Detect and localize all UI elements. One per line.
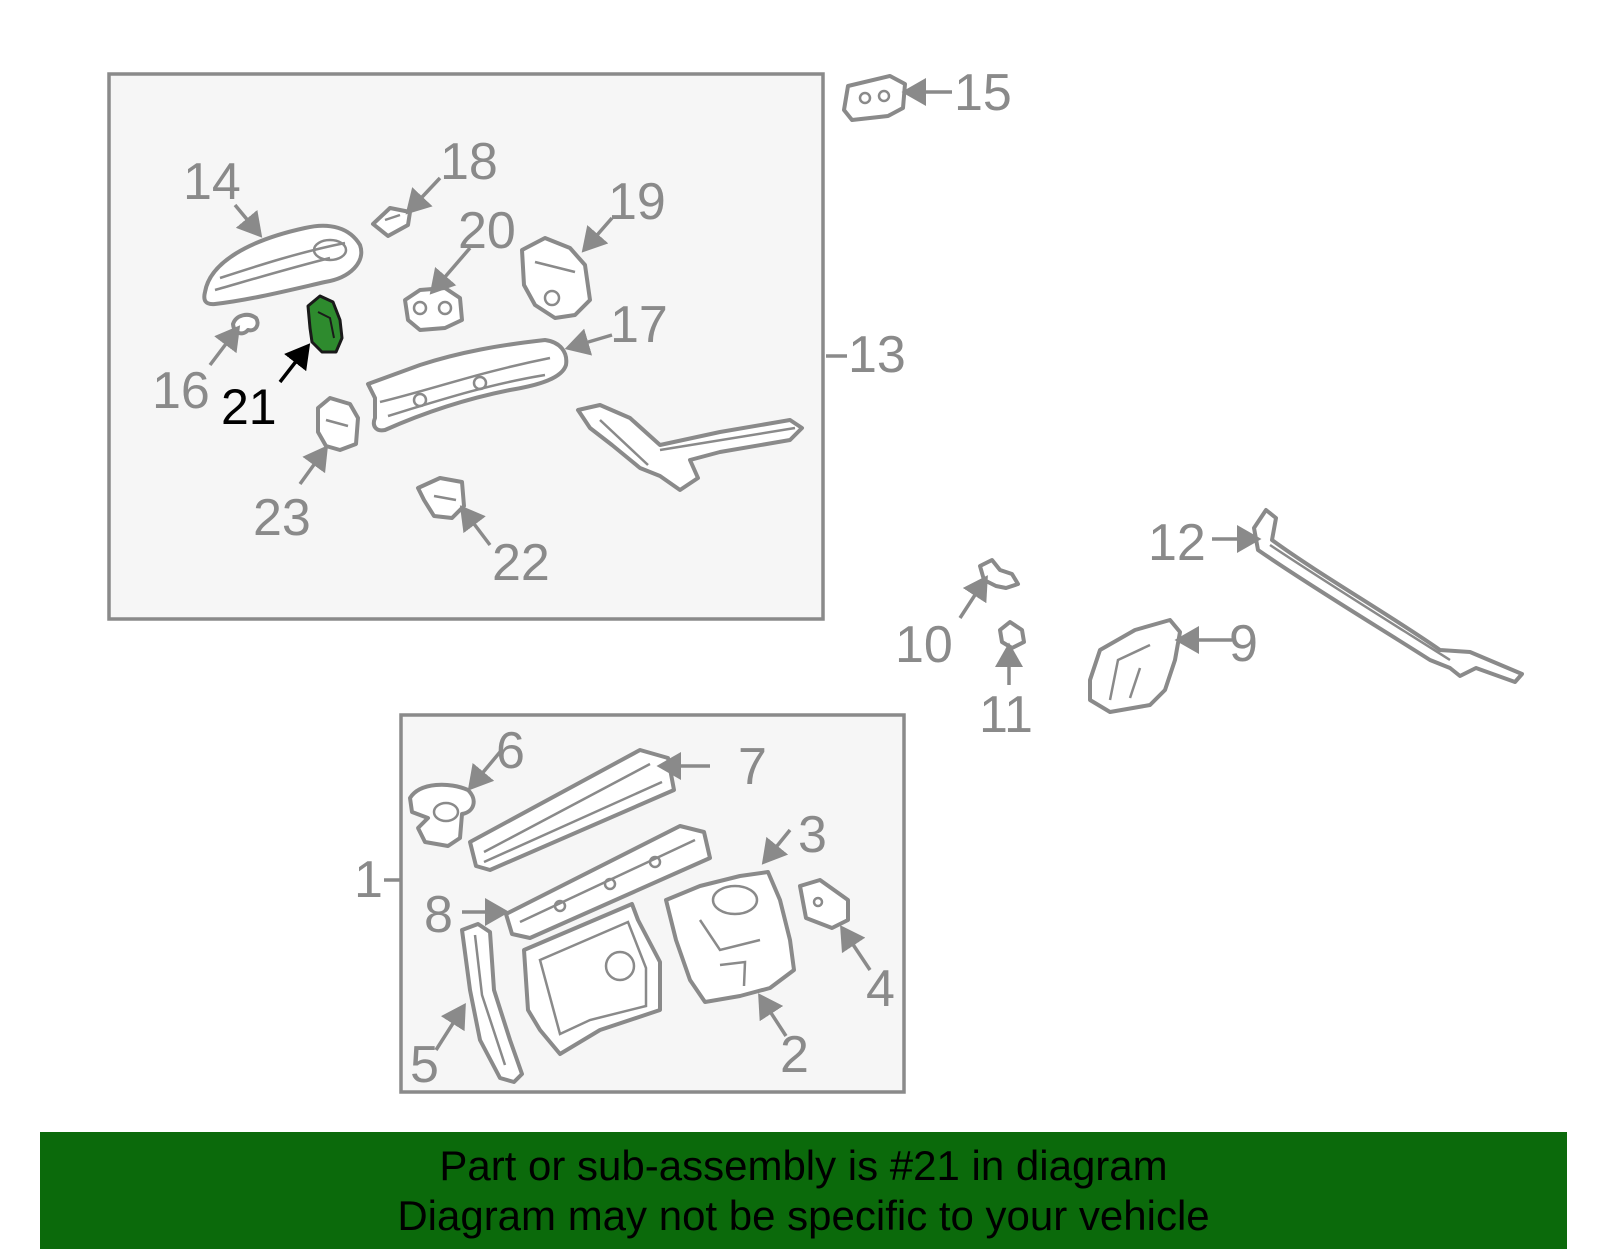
callout-19: 19 [608, 173, 666, 231]
callout-3: 3 [798, 806, 827, 864]
callout-1: 1 [354, 851, 383, 909]
callout-2: 2 [780, 1026, 809, 1084]
banner-disclaimer: Diagram may not be specific to your vehi… [397, 1192, 1210, 1239]
callout-23: 23 [253, 489, 311, 547]
part-5-shape[interactable] [460, 922, 524, 1084]
callout-9: 9 [1229, 615, 1258, 673]
callout-7: 7 [738, 738, 767, 796]
info-banner: Part or sub-assembly is #21 in diagram D… [40, 1132, 1567, 1249]
part-4-shape[interactable] [798, 878, 850, 930]
callout-13: 13 [848, 326, 906, 384]
callout-14: 14 [183, 153, 241, 211]
callout-17: 17 [610, 296, 668, 354]
part-17b-rail-shape[interactable] [576, 403, 804, 492]
part-floor-panel-shape[interactable] [522, 902, 662, 1056]
callout-18: 18 [440, 133, 498, 191]
callout-22: 22 [492, 534, 550, 592]
part-19-shape[interactable] [520, 236, 592, 320]
part-14-shape[interactable] [202, 223, 364, 307]
part-21-shape[interactable] [306, 294, 344, 354]
callout-10: 10 [895, 616, 953, 674]
part-2-3-panel-shape[interactable] [664, 870, 796, 1004]
part-18-shape[interactable] [371, 206, 412, 238]
part-20-shape[interactable] [403, 286, 464, 332]
part-22-shape[interactable] [416, 476, 466, 520]
part-6-shape[interactable] [408, 782, 476, 848]
callout-5: 5 [410, 1036, 439, 1094]
leader-lines [208, 78, 1262, 1051]
callout-21-highlighted: 21 [221, 379, 277, 435]
callout-12: 12 [1148, 514, 1206, 572]
part-7-shape[interactable] [468, 748, 676, 872]
part-8-shape[interactable] [504, 824, 712, 940]
callout-6: 6 [496, 722, 525, 780]
part-10-shape[interactable] [978, 558, 1020, 590]
banner-part-notice: Part or sub-assembly is #21 in diagram [439, 1142, 1168, 1189]
part-15-shape[interactable] [842, 74, 907, 122]
callout-16: 16 [152, 362, 210, 420]
part-12-shape[interactable] [1252, 508, 1524, 684]
callout-11: 11 [979, 686, 1033, 744]
callout-8: 8 [424, 886, 453, 944]
callout-20: 20 [458, 202, 516, 260]
part-23-shape[interactable] [316, 396, 360, 452]
part-9-shape[interactable] [1088, 618, 1182, 714]
callout-15: 15 [954, 64, 1012, 122]
part-11-shape[interactable] [998, 620, 1026, 650]
part-17-shape[interactable] [366, 338, 569, 433]
callout-4: 4 [866, 960, 895, 1018]
